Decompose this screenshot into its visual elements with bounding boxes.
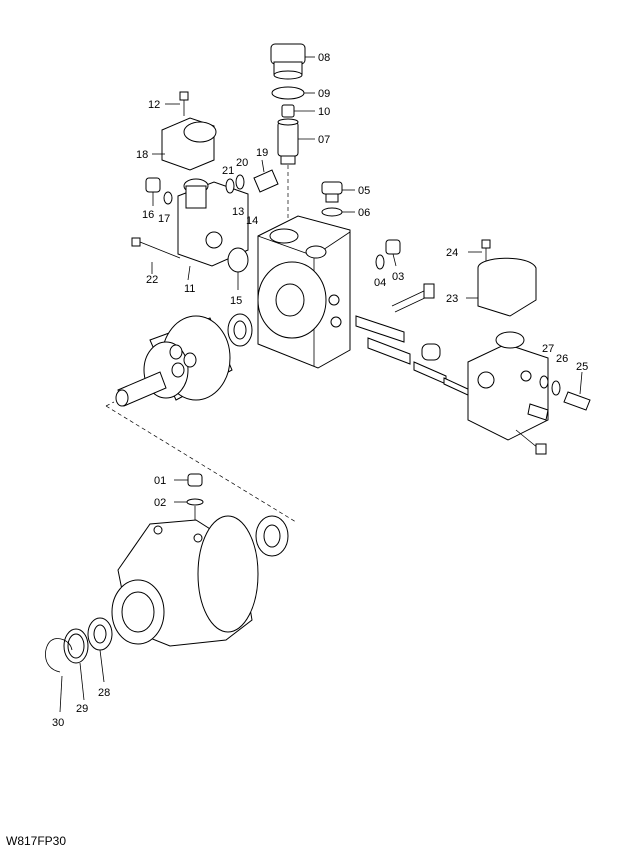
part-valve-body-11 [177,178,249,281]
callout-18: 18 [136,149,148,161]
callout-02: 02 [154,497,166,509]
callout-11: 11 [184,283,195,295]
callout-01: 01 [154,475,166,487]
callout-28: 28 [98,687,110,699]
callout-04: 04 [374,277,386,289]
callout-08: 08 [318,52,330,64]
part-valve-body-right [467,331,549,441]
part-plug-01 [174,473,203,487]
callout-12: 12 [148,99,160,111]
part-bolt-12 [165,91,189,116]
callout-15: 15 [230,295,242,307]
part-oring-04 [375,254,385,270]
part-adjuster-25 [563,371,591,411]
drawing-code: W817FP30 [6,834,67,848]
callout-17: 17 [158,213,170,225]
callout-24: 24 [446,247,458,259]
part-oring-26 [551,380,561,396]
callout-13: 13 [232,206,244,218]
part-oring-20-21 [225,174,245,194]
assembly-guide-line [105,405,297,523]
callout-14: 14 [246,215,258,227]
part-seal-15 [227,247,249,290]
part-valve-block [257,215,351,369]
part-snap-ring-30 [45,638,73,713]
part-oring-09 [271,86,315,100]
part-seal-28 [87,617,113,683]
callout-06: 06 [358,207,370,219]
part-bearing-lower [255,515,289,557]
callout-19: 19 [256,147,268,159]
callout-10: 10 [318,106,330,118]
part-adjuster-19 [253,159,279,193]
part-oring-06 [321,207,355,217]
callout-20: 20 [236,157,248,169]
part-plug-10 [281,104,315,118]
part-bolt-long [391,283,435,313]
part-bearing-upper [227,313,253,347]
part-bolt-24 [468,239,491,262]
callout-23: 23 [446,293,458,305]
assembly-guide-line-2 [105,401,115,407]
callout-05: 05 [358,185,370,197]
callout-25: 25 [576,361,588,373]
callout-30: 30 [52,717,64,729]
part-plug-right [527,403,549,421]
callout-07: 07 [318,134,330,146]
part-plug-03 [385,239,401,267]
callout-26: 26 [556,353,568,365]
part-oring-27 [539,375,549,389]
part-cylinder-block [115,315,233,407]
part-cartridge-07 [277,118,315,230]
callout-21: 21 [222,165,234,177]
part-bolt-22 [131,237,181,274]
part-oring-17 [163,191,173,205]
part-cover-23 [466,257,537,317]
part-washer-29 [63,628,89,701]
callout-29: 29 [76,703,88,715]
part-bolt-right [515,429,547,455]
callout-09: 09 [318,88,330,100]
callout-27: 27 [542,343,554,355]
part-plug-05 [321,181,355,203]
part-plug-16 [145,177,161,206]
part-cover-18 [152,117,217,171]
part-housing [111,515,259,647]
callout-16: 16 [142,209,154,221]
callout-22: 22 [146,274,158,286]
part-spool-assembly [355,315,471,397]
part-plug-08 [270,43,315,80]
callout-03: 03 [392,271,404,283]
